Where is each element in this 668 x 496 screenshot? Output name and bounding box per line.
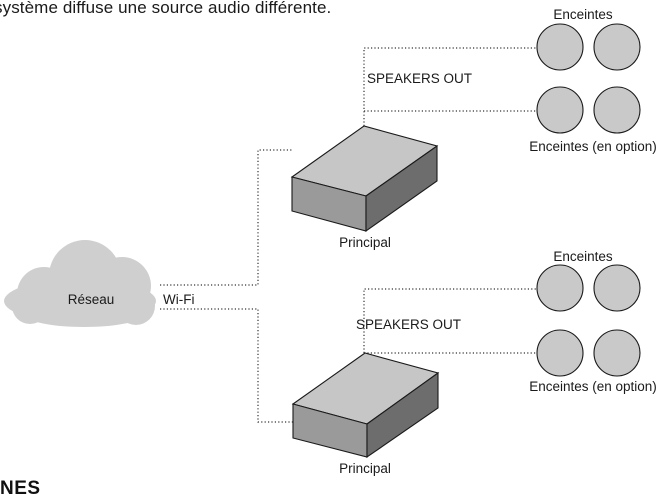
main-unit-2 xyxy=(291,352,440,459)
speaker xyxy=(593,23,641,71)
main-unit-1 xyxy=(290,125,439,233)
optional-speakers-label-1: Enceintes (en option) xyxy=(529,139,657,154)
speaker xyxy=(536,23,584,71)
speaker xyxy=(593,264,641,312)
speakers-label-1: Enceintes xyxy=(553,7,613,22)
speaker-wires-1 xyxy=(363,47,537,126)
optional-speaker xyxy=(536,86,584,134)
speaker xyxy=(536,264,584,312)
wifi-label: Wi-Fi xyxy=(163,292,194,307)
intro-text: système diffuse une source audio différe… xyxy=(0,0,332,17)
speakers-out-label-1: SPEAKERS OUT xyxy=(367,71,472,86)
speakers-out-label-2: SPEAKERS OUT xyxy=(356,317,461,332)
optional-speaker xyxy=(536,329,584,377)
connection-lines xyxy=(160,149,293,423)
main-unit-1-label: Principal xyxy=(339,235,391,250)
optional-speakers-label-2: Enceintes (en option) xyxy=(529,379,657,394)
section-heading-fragment: NES xyxy=(0,478,41,496)
speaker-wires-2 xyxy=(363,288,537,354)
network-cloud xyxy=(4,240,156,327)
network-label: Réseau xyxy=(68,292,115,307)
optional-speaker xyxy=(593,329,641,377)
speakers-label-2: Enceintes xyxy=(553,249,613,264)
main-unit-2-label: Principal xyxy=(339,461,391,476)
optional-speaker xyxy=(593,86,641,134)
